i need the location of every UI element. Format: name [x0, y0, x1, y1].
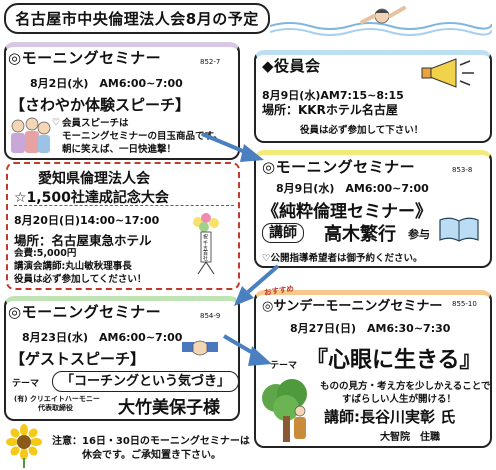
audience-illustration [11, 117, 51, 153]
card6-theme-label: テーマ [270, 361, 298, 371]
card4-note: 役員は必ず参加してください！ [14, 274, 147, 285]
card3-lecturer-name: 高木繁行 [324, 224, 396, 245]
card1-date: 8月2日(水) AM6:00~7:00 [30, 77, 183, 90]
card6-lecturer: 講師:長谷川実彰 氏 [324, 408, 456, 426]
card4-title-1: 愛知県倫理法人会 [38, 171, 150, 187]
sunday-seminar-card-855-10 [254, 290, 492, 448]
card5-subject: 【ゲストスピーチ】 [10, 350, 146, 368]
arrow-to-card6 [222, 334, 272, 366]
handshake-icon [182, 340, 218, 356]
card3-note: ♡公開指導希望者は御予約ください。 [262, 253, 423, 264]
card3-subject: 《純粋倫理セミナー》 [262, 202, 432, 222]
footer-note-line-2: 休会です。ご承知置き下さい。 [82, 450, 221, 461]
card2-date: 8月9日(水)AM7:15~8:15 [262, 89, 404, 102]
card6-title: ◎サンデーモーニングセミナー [262, 299, 443, 314]
card6-affiliation: 大智院 住職 [380, 432, 440, 443]
card5-title: ◎モーニングセミナー [8, 303, 162, 321]
card5-theme: 「コーチングという気づき」 [52, 371, 240, 392]
footer-note-line-1: 注意：16日・30日のモーニングセミナーは [52, 436, 250, 447]
card4-lecturer: 講演会講師:丸山敏秋理事長 [14, 261, 132, 272]
person-icon [294, 405, 306, 439]
card6-code: 855-10 [452, 300, 477, 308]
card5-date: 8月23日(水) AM6:00~7:00 [22, 331, 183, 344]
sunflower-icon [6, 424, 42, 468]
open-book-icon [439, 217, 479, 242]
card1-body-line-3: 朝に笑えば、一日快進撃！ [62, 144, 177, 155]
card3-lecturer-badge: 講師 [262, 223, 304, 243]
card5-company-1: (有) クリエイトハーモニー [14, 395, 100, 403]
card3-title: ◎モーニングセミナー [262, 158, 416, 176]
morning-seminar-card-853-8 [254, 150, 492, 268]
card1-body-line-2: モーニングセミナーの目玉商品です。 [62, 131, 223, 142]
tree-icon [262, 379, 307, 442]
page-title-text: 名古屋市中央倫理法人会8月の予定 [15, 10, 259, 28]
card2-note: 役員は必ず参加して下さい！ [300, 125, 424, 136]
card6-desc-2: すばらしい人生が開ける！ [342, 394, 457, 405]
card4-date: 8月20日(日)14:00~17:00 [14, 214, 160, 227]
flower-stand-icon [193, 213, 219, 275]
card2-place: 場所：KKRホテル名古屋 [262, 103, 398, 117]
morning-seminar-card-854-9 [4, 296, 240, 421]
card1-code: 852-7 [200, 58, 221, 66]
card4-title-2: ☆1,500社達成記念大会 [14, 190, 169, 206]
card5-company-2: 代表取締役 [38, 404, 73, 412]
arrow-to-card3 [201, 132, 264, 162]
card6-subject: 『心眼に生きる』 [306, 348, 482, 373]
page-title: 名古屋市中央倫理法人会8月の予定 [4, 3, 270, 34]
card4-divider [14, 205, 234, 207]
card6-desc-1: ものの見方・考え方を少しかえることで [320, 381, 491, 392]
card3-lecturer-suffix: 参与 [408, 228, 430, 241]
card3-code: 853-8 [452, 166, 473, 174]
card2-title: ◆役員会 [262, 57, 321, 75]
card5-speaker: 大竹美保子様 [118, 398, 220, 418]
card1-subject: 【さわやか体験スピーチ】 [10, 96, 191, 114]
card1-title: ◎モーニングセミナー [8, 49, 162, 67]
card5-code: 854-9 [200, 312, 221, 320]
card1-heart-icon: ♡ [52, 118, 61, 128]
card3-date: 8月9日(水) AM6:00~7:00 [276, 182, 429, 195]
megaphone-icon [421, 58, 474, 88]
card4-fee: 会費:5,000円 [14, 248, 77, 259]
card4-place: 場所：名古屋東急ホテル [14, 233, 152, 248]
card5-theme-label: テーマ [12, 379, 40, 389]
swimmer-illustration [270, 6, 492, 36]
card6-date: 8月27日(日) AM6:30~7:30 [290, 322, 451, 335]
arrow-to-card5 [234, 264, 280, 306]
flower-stand-label: 祝 千五百社 [202, 234, 208, 261]
card1-body-line-1: 会員スピーチは [62, 118, 129, 129]
